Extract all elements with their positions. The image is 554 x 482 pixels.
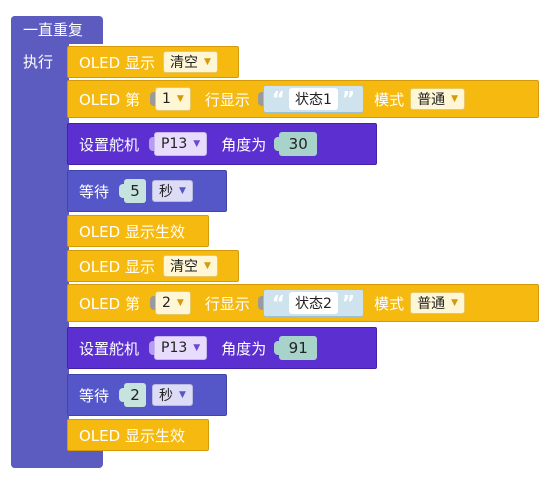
set-servo-label: 设置舵机 xyxy=(79,135,140,154)
mode-dropdown[interactable]: 普通 ▼ xyxy=(410,88,465,110)
clear-dropdown[interactable]: 清空 ▼ xyxy=(162,255,218,277)
triangle-down-icon: ▼ xyxy=(203,57,211,67)
time-unit-value: 秒 xyxy=(159,184,174,200)
loop-spine xyxy=(11,16,69,468)
angle-input[interactable]: 30 xyxy=(279,132,318,156)
set-servo-block[interactable]: 设置舵机 P13 ▼ 角度为 91 xyxy=(67,327,377,369)
wait-amount-input[interactable]: 2 xyxy=(124,383,147,407)
clear-dropdown-value: 清空 xyxy=(169,259,198,275)
text-string-input[interactable]: 状态1 xyxy=(288,88,338,110)
wait-block[interactable]: 等待 2 秒 ▼ xyxy=(67,374,227,416)
triangle-down-icon: ▼ xyxy=(193,139,201,149)
triangle-down-icon: ▼ xyxy=(203,261,211,271)
oled-display-label: OLED 显示 xyxy=(79,257,155,276)
time-unit-value: 秒 xyxy=(159,388,174,404)
mode-dropdown[interactable]: 普通 ▼ xyxy=(410,292,465,314)
triangle-down-icon: ▼ xyxy=(176,94,184,104)
angle-input[interactable]: 91 xyxy=(279,336,318,360)
oled-apply-label: OLED 显示生效 xyxy=(79,222,185,241)
oled-line-display-block[interactable]: OLED 第 1 ▼ 行显示 “ 状态1 ” 模式 普通 ▼ xyxy=(67,80,539,118)
close-quote-icon: ” xyxy=(341,291,356,315)
loop-bottom-bar xyxy=(11,450,103,468)
oled-apply-block[interactable]: OLED 显示生效 xyxy=(67,215,209,247)
servo-pin-value: P13 xyxy=(161,136,188,152)
oled-display-label: OLED 显示 xyxy=(79,53,155,72)
time-unit-dropdown[interactable]: 秒 ▼ xyxy=(152,180,193,202)
oled-line-label: OLED 第 xyxy=(79,294,140,313)
loop-do-label: 执行 xyxy=(23,53,54,71)
row-display-label: 行显示 xyxy=(204,294,250,313)
oled-line-label: OLED 第 xyxy=(79,90,140,109)
row-display-label: 行显示 xyxy=(204,90,250,109)
triangle-down-icon: ▼ xyxy=(176,298,184,308)
oled-display-block[interactable]: OLED 显示 清空 ▼ xyxy=(67,46,239,78)
line-number-dropdown[interactable]: 2 ▼ xyxy=(154,291,191,315)
set-servo-block[interactable]: 设置舵机 P13 ▼ 角度为 30 xyxy=(67,123,377,165)
oled-apply-block[interactable]: OLED 显示生效 xyxy=(67,419,209,451)
wait-label: 等待 xyxy=(79,386,110,405)
servo-pin-value: P13 xyxy=(161,340,188,356)
line-number-dropdown[interactable]: 1 ▼ xyxy=(154,87,191,111)
open-quote-icon: “ xyxy=(271,87,285,111)
close-quote-icon: ” xyxy=(341,87,356,111)
time-unit-dropdown[interactable]: 秒 ▼ xyxy=(152,384,193,406)
clear-dropdown[interactable]: 清空 ▼ xyxy=(162,51,218,73)
line-number-value: 1 xyxy=(161,91,171,107)
triangle-down-icon: ▼ xyxy=(451,298,458,308)
mode-label: 模式 xyxy=(374,90,405,109)
oled-apply-label: OLED 显示生效 xyxy=(79,426,185,445)
oled-display-block[interactable]: OLED 显示 清空 ▼ xyxy=(67,250,239,282)
open-quote-icon: “ xyxy=(271,291,285,315)
servo-pin-dropdown[interactable]: P13 ▼ xyxy=(154,132,208,156)
mode-value: 普通 xyxy=(417,92,446,108)
wait-amount-input[interactable]: 5 xyxy=(124,179,147,203)
clear-dropdown-value: 清空 xyxy=(169,55,198,71)
text-string-input[interactable]: 状态2 xyxy=(288,292,338,314)
triangle-down-icon: ▼ xyxy=(179,186,186,196)
text-string-block[interactable]: “ 状态1 ” xyxy=(262,85,365,113)
triangle-down-icon: ▼ xyxy=(193,343,201,353)
text-string-block[interactable]: “ 状态2 ” xyxy=(262,289,365,317)
wait-block[interactable]: 等待 5 秒 ▼ xyxy=(67,170,227,212)
angle-label: 角度为 xyxy=(221,135,267,154)
servo-pin-dropdown[interactable]: P13 ▼ xyxy=(154,336,208,360)
line-number-value: 2 xyxy=(161,295,171,311)
loop-title: 一直重复 xyxy=(23,21,84,39)
wait-label: 等待 xyxy=(79,182,110,201)
triangle-down-icon: ▼ xyxy=(179,390,186,400)
triangle-down-icon: ▼ xyxy=(451,94,458,104)
angle-label: 角度为 xyxy=(221,339,267,358)
mode-label: 模式 xyxy=(374,294,405,313)
oled-line-display-block[interactable]: OLED 第 2 ▼ 行显示 “ 状态2 ” 模式 普通 ▼ xyxy=(67,284,539,322)
mode-value: 普通 xyxy=(417,296,446,312)
forever-loop-block[interactable]: 一直重复 执行 xyxy=(11,16,103,468)
set-servo-label: 设置舵机 xyxy=(79,339,140,358)
